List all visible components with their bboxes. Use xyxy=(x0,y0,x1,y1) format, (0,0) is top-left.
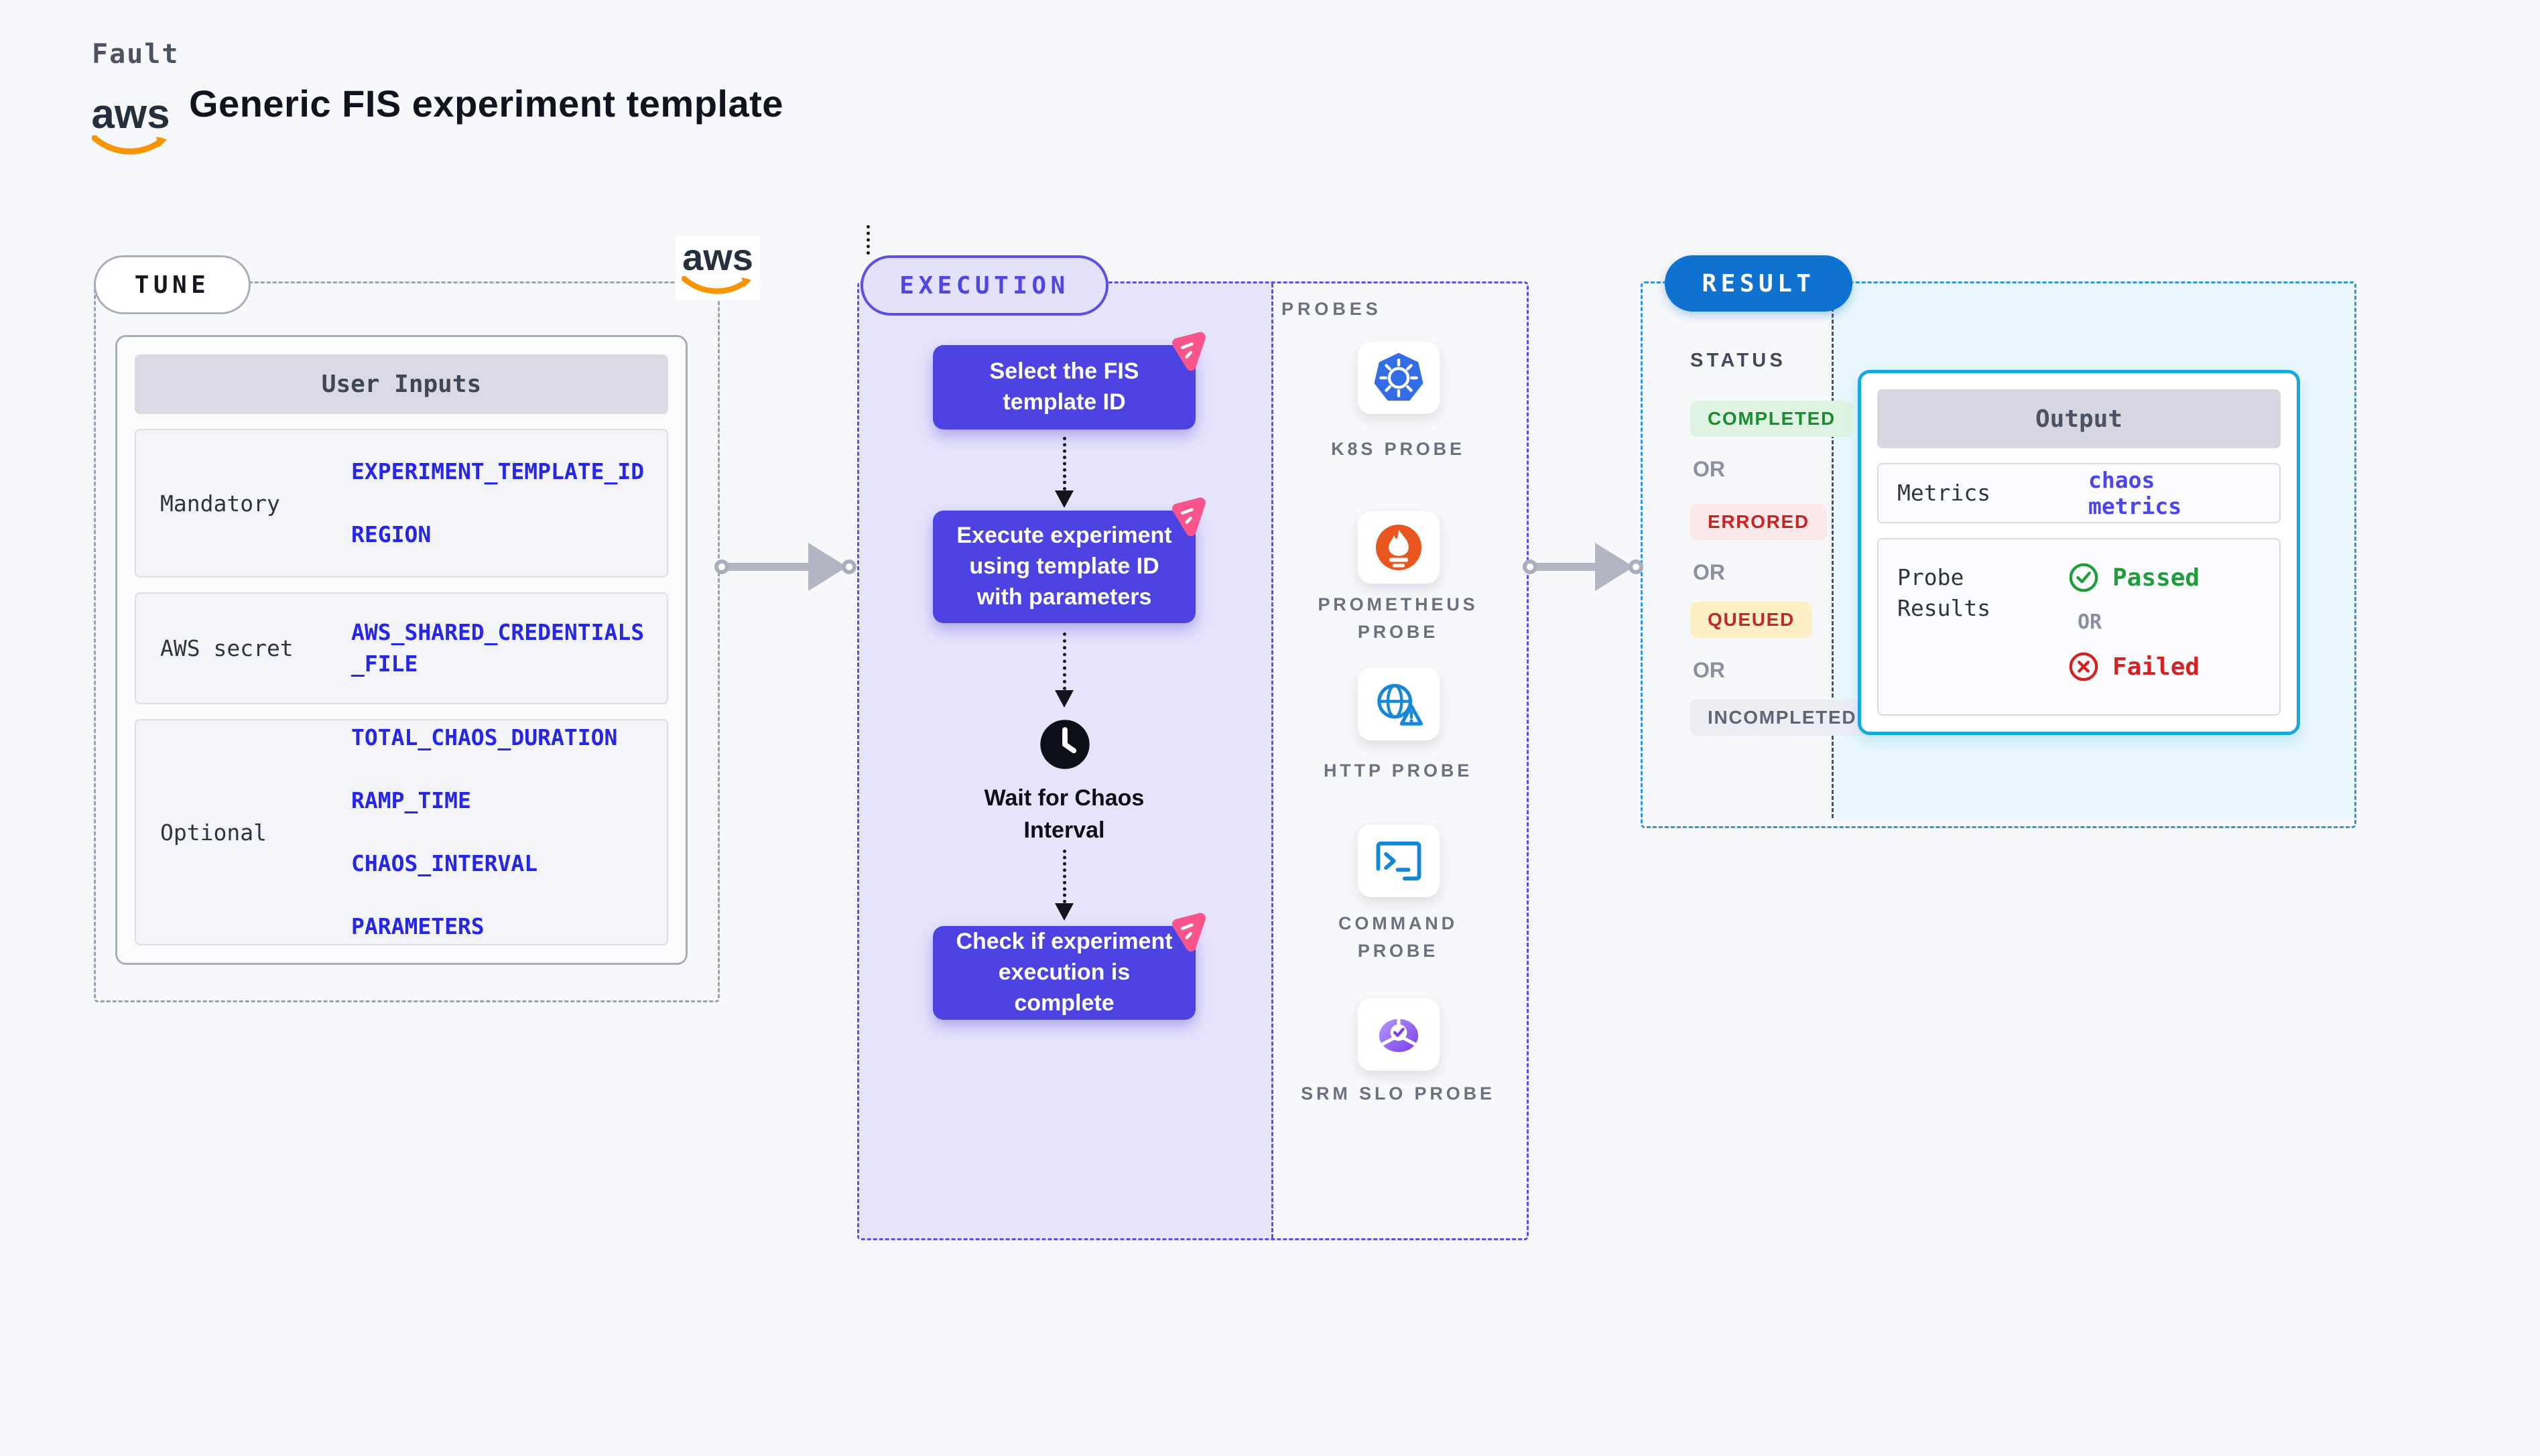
flow-connector xyxy=(1054,437,1074,508)
probe-tile-k8s xyxy=(1358,342,1440,414)
metrics-value: chaos metrics xyxy=(2088,467,2182,519)
status-badge-errored: ERRORED xyxy=(1690,504,1827,540)
page-title: Generic FIS experiment template xyxy=(189,82,783,125)
litmus-chaos-icon xyxy=(1171,913,1206,952)
step-select-template: Select the FIS template ID xyxy=(933,332,1206,429)
aws-logo-text: aws xyxy=(91,91,170,137)
probes-label: PROBES xyxy=(1281,299,1382,319)
tune-to-execution-arrow xyxy=(714,543,856,591)
aws-smile-icon xyxy=(92,135,167,155)
failed-label: Failed xyxy=(2112,653,2200,681)
http-globe-icon xyxy=(1377,683,1423,726)
brand-label: Fault xyxy=(92,39,180,70)
output-row-probe-results: Probe Results Passed OR Failed xyxy=(1877,538,2281,716)
arrow-start-dot xyxy=(714,559,729,574)
user-inputs-card: User Inputs Mandatory EXPERIMENT_TEMPLAT… xyxy=(115,335,688,965)
aws-logo: aws xyxy=(87,94,174,158)
execution-pill: EXECUTION xyxy=(861,255,1108,316)
probe-label-prometheus: PROMETHEUS PROBE xyxy=(1318,594,1478,642)
output-header: Output xyxy=(1877,389,2281,448)
passed-label: Passed xyxy=(2112,564,2200,592)
or-separator: OR xyxy=(2078,610,2102,634)
row-value: RAMP_TIME xyxy=(351,787,471,814)
arrow-line xyxy=(728,563,810,571)
probe-label-k8s: K8S PROBE xyxy=(1331,439,1465,459)
arrow-end-dot xyxy=(1629,559,1643,574)
output-card: Output Metrics chaos metrics Probe Resul… xyxy=(1858,370,2300,735)
execution-to-result-arrow xyxy=(1523,543,1643,591)
arrow-end-dot xyxy=(842,559,856,574)
or-separator: OR xyxy=(1693,560,1725,584)
probe-tile-http xyxy=(1358,668,1440,740)
arrow-head xyxy=(808,543,847,591)
arrow-line xyxy=(1536,563,1596,571)
arrow-head xyxy=(1595,543,1634,591)
row-label: Mandatory xyxy=(160,490,280,517)
table-row-aws-secret: AWS secret AWS_SHARED_CREDENTIALS_FILE xyxy=(135,592,668,704)
status-label: STATUS xyxy=(1690,350,1787,371)
or-separator: OR xyxy=(1693,457,1725,481)
terminal-icon xyxy=(1376,841,1421,881)
x-circle-icon xyxy=(2069,652,2098,681)
row-value: EXPERIMENT_TEMPLATE_ID xyxy=(351,458,645,485)
flow-connector xyxy=(1054,633,1074,708)
probe-tile-srm-slo xyxy=(1358,998,1440,1071)
row-value: AWS_SHARED_CREDENTIALS_FILE xyxy=(351,618,645,677)
step-execute-experiment: Execute experiment using template ID wit… xyxy=(933,497,1206,623)
user-inputs-header: User Inputs xyxy=(135,354,668,415)
status-badge-completed: COMPLETED xyxy=(1690,401,1853,437)
row-label: Optional xyxy=(160,819,267,846)
probe-label-command: COMMAND PROBE xyxy=(1338,913,1458,961)
table-row-optional: Optional TOTAL_CHAOS_DURATION RAMP_TIME … xyxy=(135,719,668,945)
row-value: TOTAL_CHAOS_DURATION xyxy=(351,724,618,751)
litmus-chaos-icon xyxy=(1171,497,1206,537)
tune-section-box xyxy=(94,281,720,1002)
kubernetes-icon xyxy=(1374,353,1423,401)
probe-result-passed: Passed xyxy=(2068,562,2200,593)
step-check-complete: Check if experiment execution is complet… xyxy=(933,913,1206,1020)
aws-smile-icon xyxy=(682,276,752,294)
litmus-chaos-icon xyxy=(1171,332,1206,371)
prometheus-icon xyxy=(1375,524,1422,571)
metrics-label: Metrics xyxy=(1897,479,1991,506)
probe-label-http: HTTP PROBE xyxy=(1323,760,1473,781)
probe-results-label: Probe Results xyxy=(1897,564,1991,622)
status-badge-incompleted: INCOMPLETED xyxy=(1690,700,1875,736)
check-circle-icon xyxy=(2069,563,2098,592)
tune-aws-logo: aws xyxy=(676,236,760,300)
execution-top-tick xyxy=(867,225,870,255)
tune-pill: TUNE xyxy=(94,255,251,314)
probe-result-failed: Failed xyxy=(2068,651,2200,682)
row-label: AWS secret xyxy=(160,635,294,661)
probe-label-srm-slo: SRM SLO PROBE xyxy=(1301,1083,1495,1104)
flow-connector xyxy=(1054,850,1074,921)
step-label: Execute experiment using template ID wit… xyxy=(956,523,1172,610)
step-label: Check if experiment execution is complet… xyxy=(956,929,1173,1016)
clock-icon xyxy=(1039,718,1091,771)
probe-tile-command xyxy=(1358,825,1440,897)
aws-logo-text: aws xyxy=(682,236,753,278)
table-row-mandatory: Mandatory EXPERIMENT_TEMPLATE_ID REGION xyxy=(135,429,668,578)
output-row-metrics: Metrics chaos metrics xyxy=(1877,463,2281,523)
step-wait-for-chaos: Wait for Chaos Interval xyxy=(984,785,1145,843)
arrow-start-dot xyxy=(1523,559,1537,574)
step-label: Select the FIS template ID xyxy=(989,358,1139,415)
result-pill: RESULT xyxy=(1665,255,1852,312)
probe-tile-prometheus xyxy=(1358,511,1440,584)
row-value: REGION xyxy=(351,521,432,548)
status-badge-queued: QUEUED xyxy=(1690,602,1812,638)
slo-donut-icon xyxy=(1379,1018,1419,1053)
row-value: PARAMETERS xyxy=(351,913,485,939)
or-separator: OR xyxy=(1693,658,1725,682)
row-value: CHAOS_INTERVAL xyxy=(351,850,538,876)
